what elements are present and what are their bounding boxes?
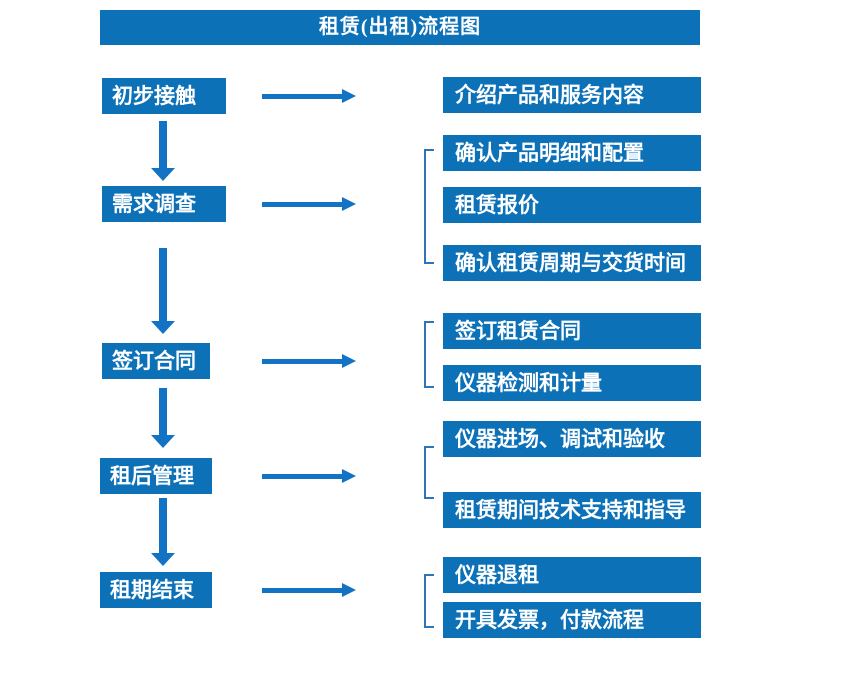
right-arrow-3 xyxy=(262,354,356,368)
detail-box-instrument-setup: 仪器进场、调试和验收 xyxy=(443,421,701,457)
detail-box-instrument-testing: 仪器检测和计量 xyxy=(443,365,701,401)
bracket-demand-survey xyxy=(424,149,434,264)
bracket-sign-contract xyxy=(424,321,434,388)
right-arrow-5 xyxy=(262,583,356,597)
step-box-rental-end: 租期结束 xyxy=(100,572,212,608)
bracket-post-rental xyxy=(424,446,434,499)
right-arrow-4 xyxy=(262,469,356,483)
flowchart-title: 租赁(出租)流程图 xyxy=(100,10,700,45)
step-box-sign-contract: 签订合同 xyxy=(102,343,210,379)
detail-box-introduce-products: 介绍产品和服务内容 xyxy=(443,77,701,113)
right-arrow-1 xyxy=(262,89,356,103)
down-arrow-2 xyxy=(151,248,175,334)
step-box-initial-contact: 初步接触 xyxy=(102,78,226,114)
detail-box-technical-support: 租赁期间技术支持和指导 xyxy=(443,492,701,528)
detail-box-sign-rental-contract: 签订租赁合同 xyxy=(443,313,701,349)
detail-box-confirm-product-config: 确认产品明细和配置 xyxy=(443,135,701,171)
detail-box-confirm-period-delivery: 确认租赁周期与交货时间 xyxy=(443,245,701,281)
detail-box-instrument-return: 仪器退租 xyxy=(443,557,701,593)
down-arrow-3 xyxy=(151,388,175,448)
detail-box-rental-quote: 租赁报价 xyxy=(443,187,701,223)
bracket-rental-end xyxy=(424,574,434,628)
detail-box-invoice-payment: 开具发票，付款流程 xyxy=(443,602,701,638)
right-arrow-2 xyxy=(262,197,356,211)
down-arrow-4 xyxy=(151,498,175,566)
step-box-post-rental-management: 租后管理 xyxy=(100,458,212,494)
down-arrow-1 xyxy=(151,121,175,181)
step-box-demand-survey: 需求调查 xyxy=(102,186,226,222)
